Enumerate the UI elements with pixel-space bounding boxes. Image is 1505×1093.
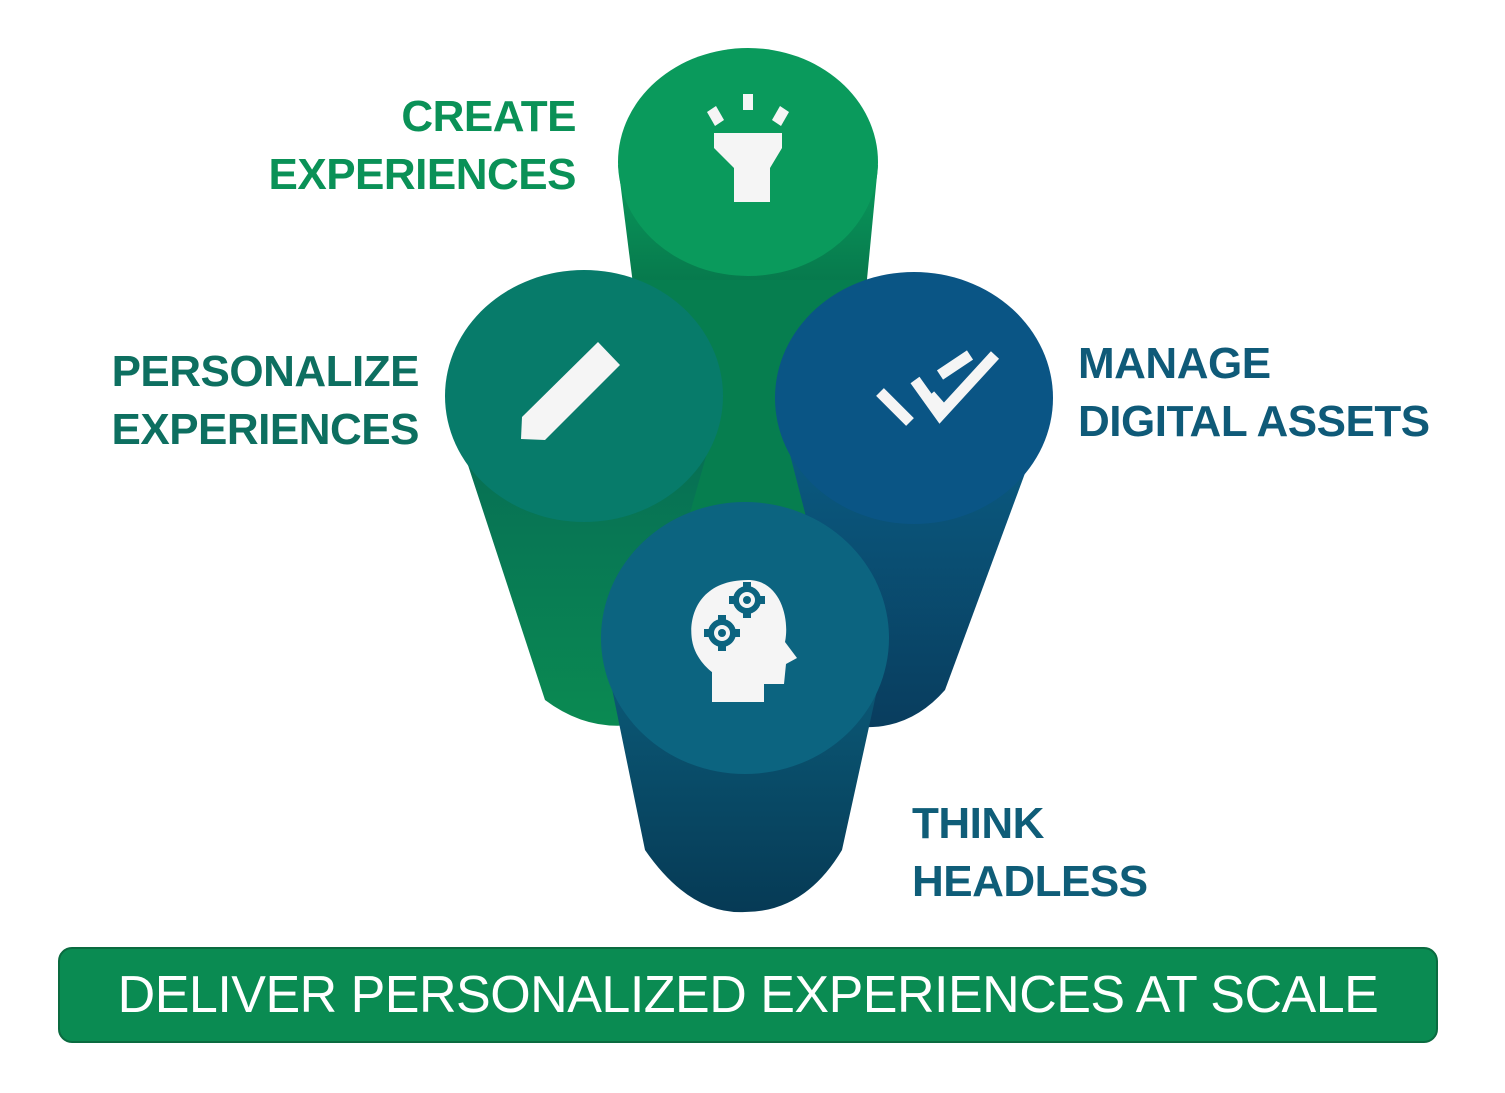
banner: DELIVER PERSONALIZED EXPERIENCES AT SCAL… bbox=[58, 947, 1438, 1043]
flashlight-icon bbox=[707, 94, 789, 202]
label-create-line2: EXPERIENCES bbox=[268, 150, 577, 199]
label-personalize-experiences: PERSONALIZE EXPERIENCES bbox=[111, 343, 420, 459]
label-manage-line2: DIGITAL ASSETS bbox=[1078, 397, 1430, 446]
label-think-line1: THINK bbox=[912, 799, 1044, 848]
label-create-experiences: CREATE EXPERIENCES bbox=[268, 88, 577, 204]
pencil-icon bbox=[521, 342, 620, 440]
pillar-think bbox=[601, 502, 889, 913]
label-personalize-line1: PERSONALIZE bbox=[111, 347, 420, 396]
label-manage-line1: MANAGE bbox=[1078, 339, 1271, 388]
label-create-line1: CREATE bbox=[401, 92, 576, 141]
label-manage-digital-assets: MANAGE DIGITAL ASSETS bbox=[1078, 335, 1430, 451]
label-think-line2: HEADLESS bbox=[912, 857, 1148, 906]
label-think-headless: THINK HEADLESS bbox=[912, 795, 1148, 911]
head-gears-icon bbox=[691, 580, 797, 702]
banner-text: DELIVER PERSONALIZED EXPERIENCES AT SCAL… bbox=[117, 966, 1379, 1024]
double-check-icon bbox=[876, 350, 1000, 426]
label-personalize-line2: EXPERIENCES bbox=[111, 405, 420, 454]
pillar-manage-top bbox=[775, 272, 1053, 524]
